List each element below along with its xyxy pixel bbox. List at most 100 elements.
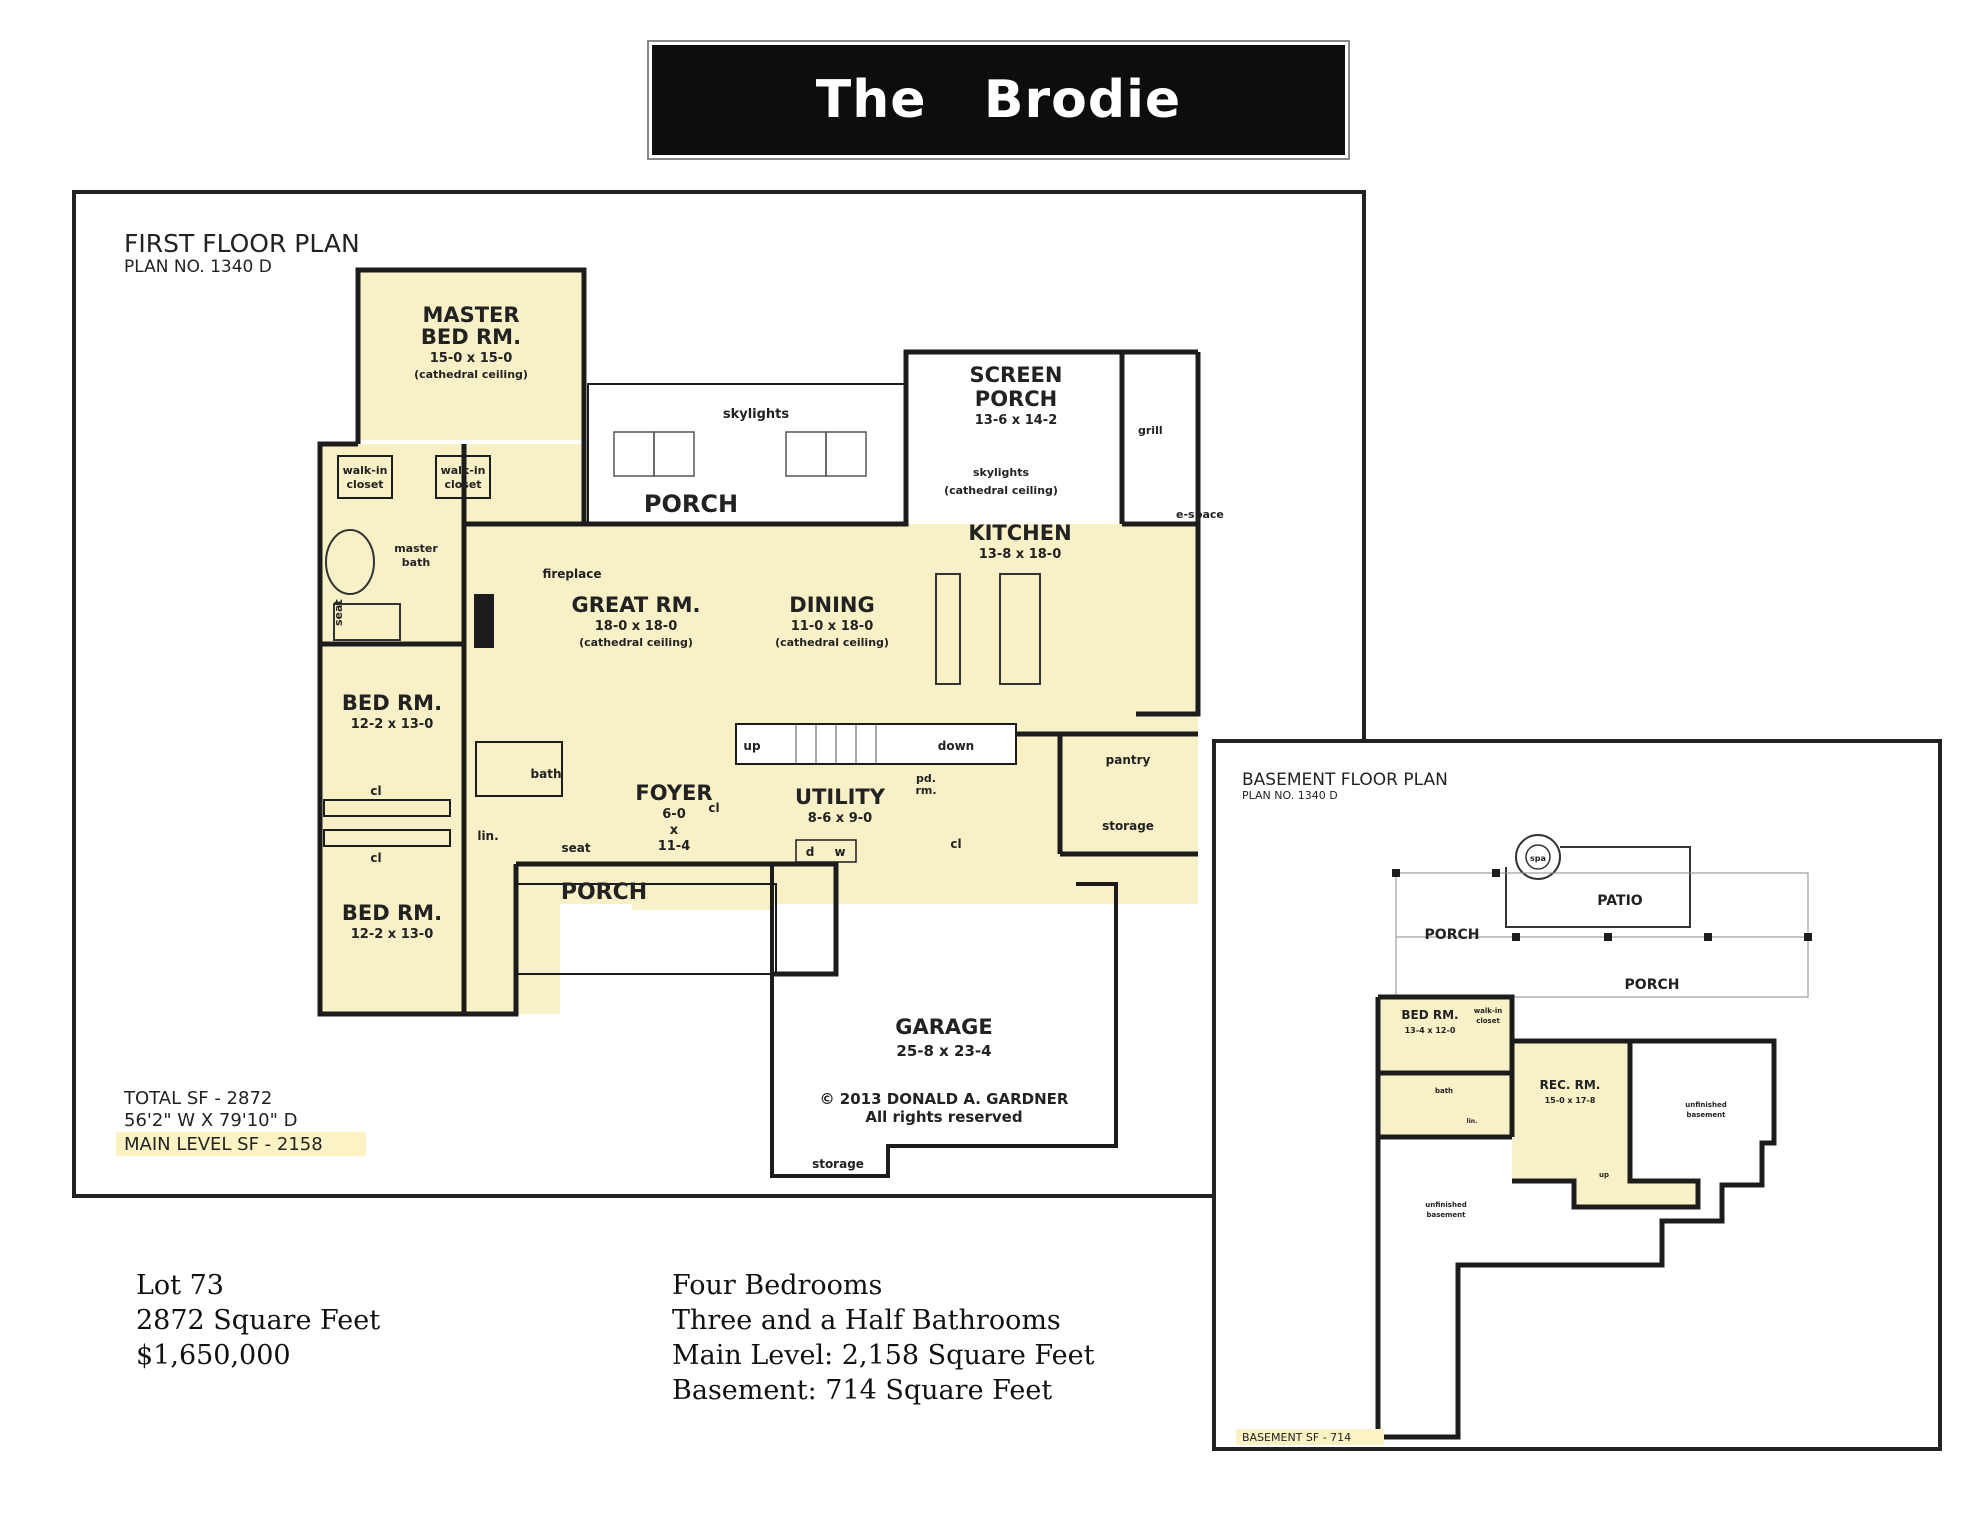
basement-floor-plan: BASEMENT FLOOR PLAN PLAN NO. 1340 D spa … bbox=[1212, 739, 1942, 1451]
master-bed-dim: 15-0 x 15-0 bbox=[430, 351, 513, 366]
foyer-seat-label: seat bbox=[561, 841, 590, 855]
bathrooms: Three and a Half Bathrooms bbox=[672, 1305, 1061, 1336]
great-room-note: (cathedral ceiling) bbox=[579, 636, 693, 649]
closet-label-1: cl bbox=[370, 784, 381, 798]
basement-porch-1: PORCH bbox=[1425, 927, 1480, 943]
porch-outlines bbox=[516, 383, 907, 975]
utility-name: UTILITY bbox=[795, 785, 886, 809]
listing-left: Lot 73 2872 Square Feet $1,650,000 bbox=[136, 1268, 380, 1373]
first-floor-walls bbox=[317, 267, 1201, 1017]
basement-sf: BASEMENT SF - 714 bbox=[1242, 1431, 1351, 1444]
garage-dim: 25-8 x 23-4 bbox=[896, 1042, 991, 1060]
foyer-closet-label: cl bbox=[708, 801, 719, 815]
rear-porch-label: PORCH bbox=[644, 490, 738, 518]
price: $1,650,000 bbox=[136, 1340, 291, 1371]
title-banner: The Brodie bbox=[647, 40, 1350, 160]
bed-room-2-dim: 12-2 x 13-0 bbox=[351, 717, 434, 732]
basement-porch-2: PORCH bbox=[1625, 977, 1680, 993]
basement-drawing: BASEMENT FLOOR PLAN PLAN NO. 1340 D spa … bbox=[1236, 770, 1812, 1445]
storage-label: storage bbox=[1102, 819, 1154, 833]
dining-name: DINING bbox=[789, 593, 874, 617]
master-bath-2: bath bbox=[402, 556, 430, 569]
bed-room-2-name: BED RM. bbox=[342, 691, 442, 715]
rec-room-name: REC. RM. bbox=[1540, 1078, 1601, 1092]
front-porch-label: PORCH bbox=[561, 880, 647, 905]
first-floor-plan-no: PLAN NO. 1340 D bbox=[124, 257, 272, 277]
skylights-label: skylights bbox=[723, 407, 790, 422]
unfinished-2-b: basement bbox=[1426, 1211, 1466, 1219]
dining-dim: 11-0 x 18-0 bbox=[791, 619, 874, 634]
rights-text: All rights reserved bbox=[865, 1108, 1022, 1126]
screen-porch-skylights: skylights bbox=[973, 466, 1030, 479]
powder-room-1: pd. bbox=[916, 772, 936, 785]
basement-caption: Basement: 714 Square Feet bbox=[672, 1375, 1053, 1406]
kitchen-name: KITCHEN bbox=[968, 521, 1071, 545]
main-level-caption: Main Level: 2,158 Square Feet bbox=[672, 1340, 1095, 1371]
screen-porch-note: (cathedral ceiling) bbox=[944, 484, 1058, 497]
walkin-closet-1-a: walk-in bbox=[343, 464, 388, 477]
basement-bed-dim: 13-4 x 12-0 bbox=[1405, 1026, 1456, 1035]
screen-porch-name-1: SCREEN bbox=[970, 363, 1063, 387]
lot-number: Lot 73 bbox=[136, 1270, 224, 1301]
first-floor-drawing: FIRST FLOOR PLAN PLAN NO. 1340 D bbox=[116, 229, 1224, 1178]
linen-label: lin. bbox=[477, 829, 498, 843]
master-bath-seat: seat bbox=[332, 599, 345, 626]
hall-bath-label: bath bbox=[531, 767, 562, 781]
total-sf: TOTAL SF - 2872 bbox=[123, 1088, 272, 1109]
rec-room-dim: 15-0 x 17-8 bbox=[1545, 1096, 1596, 1105]
master-bed-name-1: MASTER bbox=[422, 303, 519, 327]
copyright-text: © 2013 DONALD A. GARDNER bbox=[820, 1090, 1069, 1108]
foyer-dim-2: x bbox=[670, 823, 679, 838]
listing-right: Four Bedrooms Three and a Half Bathrooms… bbox=[672, 1268, 1094, 1408]
utility-closet-label: cl bbox=[950, 837, 961, 851]
kitchen-dim: 13-8 x 18-0 bbox=[979, 547, 1062, 562]
screen-porch-dim: 13-6 x 14-2 bbox=[975, 413, 1058, 428]
spa-label: spa bbox=[1530, 854, 1546, 863]
walkin-closet-1-b: closet bbox=[346, 478, 383, 491]
great-room-name: GREAT RM. bbox=[571, 593, 700, 617]
foyer-name: FOYER bbox=[635, 781, 712, 805]
basement-heading: BASEMENT FLOOR PLAN bbox=[1242, 770, 1448, 790]
unfinished-2-a: unfinished bbox=[1425, 1201, 1466, 1209]
utility-dim: 8-6 x 9-0 bbox=[808, 811, 872, 826]
foyer-dim-1: 6-0 bbox=[662, 807, 686, 822]
garage-storage-label: storage bbox=[812, 1157, 864, 1171]
master-bed-name-2: BED RM. bbox=[421, 325, 521, 349]
bedrooms: Four Bedrooms bbox=[672, 1270, 883, 1301]
grill-label: grill bbox=[1138, 424, 1163, 437]
garage-name: GARAGE bbox=[895, 1015, 993, 1039]
house-title: The Brodie bbox=[815, 70, 1182, 130]
walkin-closet-2-a: walk-in bbox=[441, 464, 486, 477]
house-dimensions: 56'2" W X 79'10" D bbox=[124, 1110, 298, 1131]
bed-room-3-name: BED RM. bbox=[342, 901, 442, 925]
walkin-closet-2-b: closet bbox=[444, 478, 481, 491]
master-bed-note: (cathedral ceiling) bbox=[414, 368, 528, 381]
pantry-label: pantry bbox=[1106, 753, 1151, 767]
powder-room-2: rm. bbox=[915, 784, 936, 797]
basement-bath-label: bath bbox=[1435, 1087, 1453, 1095]
unfinished-1-a: unfinished bbox=[1685, 1101, 1726, 1109]
dryer-label: d bbox=[806, 845, 815, 859]
first-floor-heading: FIRST FLOOR PLAN bbox=[124, 229, 360, 258]
bed-room-3-dim: 12-2 x 13-0 bbox=[351, 927, 434, 942]
basement-bed-name: BED RM. bbox=[1401, 1008, 1458, 1022]
great-room-dim: 18-0 x 18-0 bbox=[595, 619, 678, 634]
unfinished-1-b: basement bbox=[1686, 1111, 1726, 1119]
main-level-sf: MAIN LEVEL SF - 2158 bbox=[124, 1134, 323, 1155]
foyer-dim-3: 11-4 bbox=[658, 839, 691, 854]
basement-up-label: up bbox=[1599, 1171, 1609, 1179]
screen-porch-name-2: PORCH bbox=[975, 387, 1057, 411]
closet-label-2: cl bbox=[370, 851, 381, 865]
dining-note: (cathedral ceiling) bbox=[775, 636, 889, 649]
basement-walkin-2: closet bbox=[1476, 1017, 1500, 1025]
basement-plan-no: PLAN NO. 1340 D bbox=[1242, 789, 1338, 802]
washer-label: w bbox=[834, 845, 845, 859]
patio-label: PATIO bbox=[1597, 893, 1642, 909]
fireplace-label: fireplace bbox=[542, 567, 601, 581]
basement-linen-label: lin. bbox=[1467, 1118, 1478, 1125]
basement-walkin-1: walk-in bbox=[1474, 1007, 1503, 1015]
first-floor-plan: FIRST FLOOR PLAN PLAN NO. 1340 D bbox=[72, 190, 1366, 1198]
stairs-up-label: up bbox=[743, 739, 761, 753]
stairs-down-label: down bbox=[938, 739, 974, 753]
square-feet: 2872 Square Feet bbox=[136, 1305, 381, 1336]
